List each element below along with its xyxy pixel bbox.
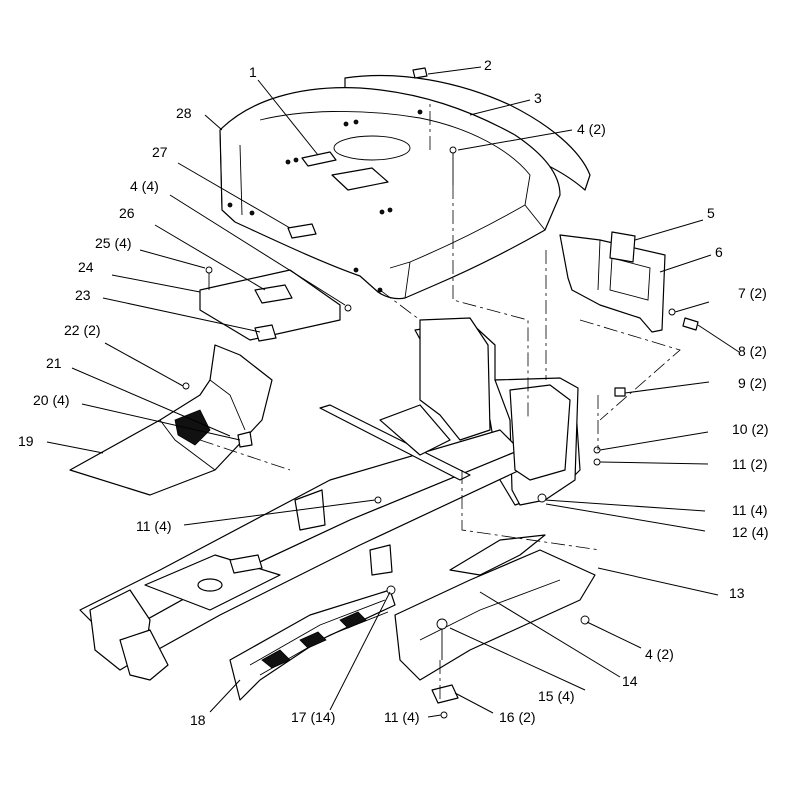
hood-label-27 bbox=[287, 223, 317, 239]
callout-18: 18 bbox=[190, 712, 206, 728]
callout-5: 5 bbox=[707, 205, 715, 221]
hood-round-opening bbox=[333, 135, 411, 161]
callout-11-b: 11 (4) bbox=[732, 502, 768, 518]
carriage-bolt-15 bbox=[436, 618, 448, 630]
footplate-upper bbox=[449, 534, 546, 576]
callout-17: 17 (14) bbox=[291, 709, 335, 725]
callout-27: 27 bbox=[152, 144, 168, 160]
screw-17 bbox=[386, 585, 396, 595]
frame-deck-slot bbox=[229, 554, 263, 574]
frame-deck-hole bbox=[197, 578, 223, 592]
callout-1: 1 bbox=[249, 64, 257, 80]
main-frame bbox=[79, 317, 571, 681]
callout-8: 8 (2) bbox=[738, 343, 767, 359]
callout-11-d: 11 (4) bbox=[136, 518, 172, 534]
frame-crossmember bbox=[379, 404, 451, 456]
callout-20: 20 (4) bbox=[33, 392, 70, 408]
footrest-18 bbox=[229, 585, 396, 701]
dash-assembly bbox=[69, 266, 341, 496]
leader-lines bbox=[46, 66, 740, 718]
switch-23 bbox=[254, 324, 277, 342]
hood-shell bbox=[219, 87, 561, 300]
frame-crossbar bbox=[319, 404, 471, 481]
centerlines bbox=[199, 100, 681, 700]
dash-knob-21 bbox=[174, 409, 211, 446]
callout-4-a: 4 (2) bbox=[577, 121, 606, 137]
rear-panel-assembly bbox=[559, 231, 699, 333]
clip-9 bbox=[614, 387, 626, 397]
hood-decal-slot bbox=[301, 151, 337, 167]
callout-15: 15 (4) bbox=[538, 688, 575, 704]
callout-4-b: 4 (2) bbox=[645, 646, 674, 662]
callout-21: 21 bbox=[46, 355, 62, 371]
nut-11d bbox=[374, 496, 382, 504]
decal-5 bbox=[609, 231, 636, 263]
footplate-14 bbox=[394, 549, 596, 681]
callout-25: 25 (4) bbox=[95, 235, 132, 251]
seat-support-right bbox=[509, 384, 571, 481]
nut-11a bbox=[593, 458, 601, 466]
callout-9: 9 (2) bbox=[738, 375, 767, 391]
screw-4c bbox=[344, 304, 352, 312]
nut-11c bbox=[440, 711, 448, 719]
frame-axle-mount bbox=[119, 629, 169, 681]
callout-23: 23 bbox=[75, 287, 91, 303]
callout-28: 28 bbox=[176, 105, 192, 121]
bolt-7 bbox=[668, 308, 676, 316]
hood-assembly bbox=[219, 67, 591, 300]
callout-26: 26 bbox=[119, 205, 135, 221]
bolt-22 bbox=[182, 382, 190, 390]
hood-contours bbox=[219, 110, 531, 269]
bracket-20 bbox=[237, 431, 253, 448]
callout-4-c: 4 (4) bbox=[130, 178, 159, 194]
bracket-16 bbox=[431, 684, 459, 704]
callout-6: 6 bbox=[715, 244, 723, 260]
callout-2: 2 bbox=[484, 57, 492, 73]
callout-19: 19 bbox=[18, 433, 34, 449]
callout-11-c: 11 (4) bbox=[384, 709, 420, 725]
callout-labels: 1 2 3 4 (2) 5 6 7 (2) 8 (2) 9 (2) 10 (2)… bbox=[18, 57, 769, 728]
callout-16: 16 (2) bbox=[499, 709, 536, 725]
callout-14: 14 bbox=[622, 673, 638, 689]
callout-22: 22 (2) bbox=[64, 322, 101, 338]
frame-bracket-a bbox=[294, 489, 326, 531]
callout-3: 3 bbox=[534, 90, 542, 106]
spacer-12 bbox=[537, 493, 547, 503]
nut-8 bbox=[682, 317, 699, 331]
callout-24: 24 bbox=[78, 259, 94, 275]
hood-clip-2 bbox=[412, 67, 428, 79]
screw-25 bbox=[205, 266, 213, 274]
callout-7: 7 (2) bbox=[738, 285, 767, 301]
callout-10: 10 (2) bbox=[732, 421, 769, 437]
screw-4a bbox=[449, 146, 457, 154]
seat-support-left bbox=[419, 317, 491, 441]
frame-bracket-b bbox=[369, 544, 393, 576]
callout-11-a: 11 (2) bbox=[732, 456, 768, 472]
callout-13: 13 bbox=[729, 585, 745, 601]
hood-square-opening bbox=[331, 167, 389, 191]
callout-12: 12 (4) bbox=[732, 524, 769, 540]
nut-10 bbox=[593, 446, 601, 454]
rear-panel-window bbox=[597, 239, 651, 301]
dash-bracket-19 bbox=[69, 344, 273, 496]
